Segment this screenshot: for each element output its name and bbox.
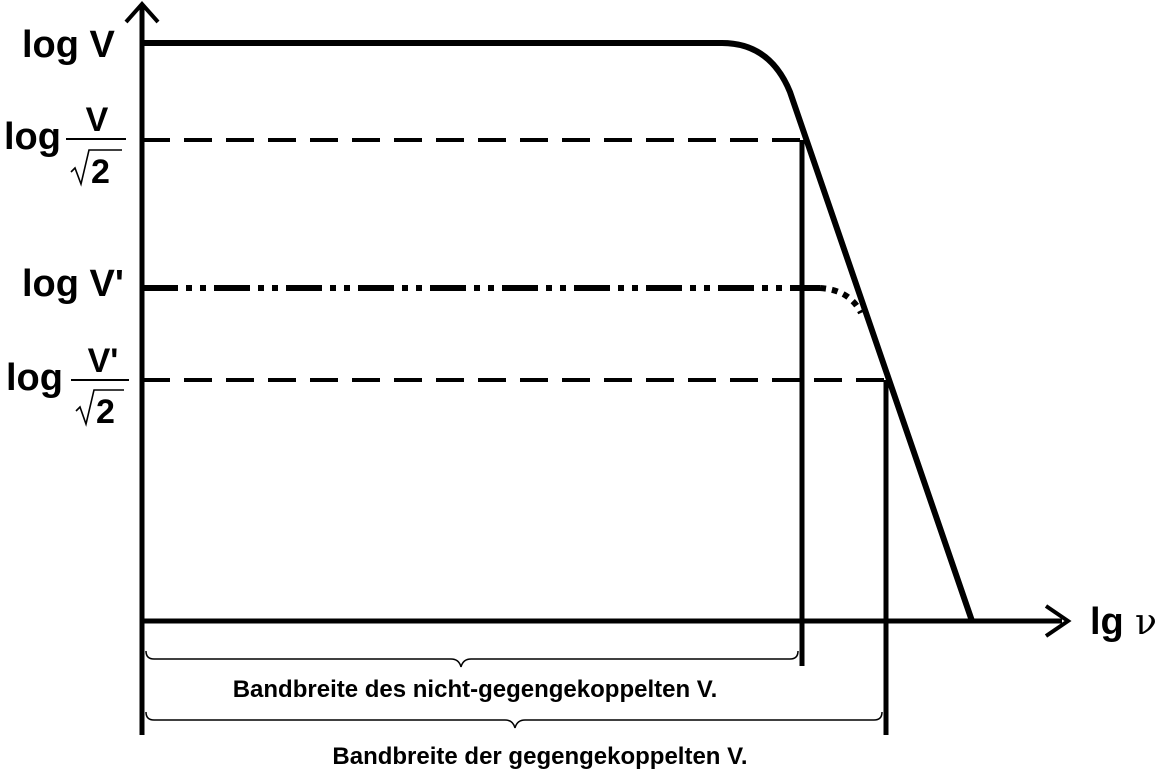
- fraction-denominator: 2: [96, 393, 115, 431]
- fraction-denominator: 2: [91, 153, 110, 191]
- x-axis-arrowhead: [1044, 604, 1072, 638]
- upper-bandwidth-brace: [145, 650, 799, 668]
- label-log-v: log V: [22, 24, 116, 66]
- fraction-numerator: V: [86, 101, 109, 139]
- lower-bandwidth-brace: [145, 711, 883, 729]
- label-x-axis-prefix: lg: [1090, 601, 1124, 643]
- closed-loop-rolloff-dotted: [819, 285, 864, 315]
- caption-closed-loop-bandwidth: Bandbreite der gegengekoppelten V.: [332, 743, 747, 770]
- sqrt-sign-icon: [75, 389, 124, 427]
- open-loop-gain-curve: [142, 40, 975, 622]
- fraction-numerator: V': [88, 342, 119, 380]
- label-log-v-over-sqrt2: log V 2: [4, 101, 126, 191]
- label-log-prefix: log: [6, 357, 63, 399]
- sqrt-sign-icon: [70, 149, 122, 187]
- label-x-axis-nu: ν: [1135, 602, 1157, 643]
- label-log-v-prime: log V': [22, 263, 124, 305]
- y-axis-arrowhead: [124, 0, 160, 24]
- label-log-v-prime-over-sqrt2: log V' 2: [6, 342, 129, 431]
- label-log-prefix: log: [4, 116, 61, 158]
- caption-open-loop-bandwidth: Bandbreite des nicht-gegengekoppelten V.: [233, 676, 718, 703]
